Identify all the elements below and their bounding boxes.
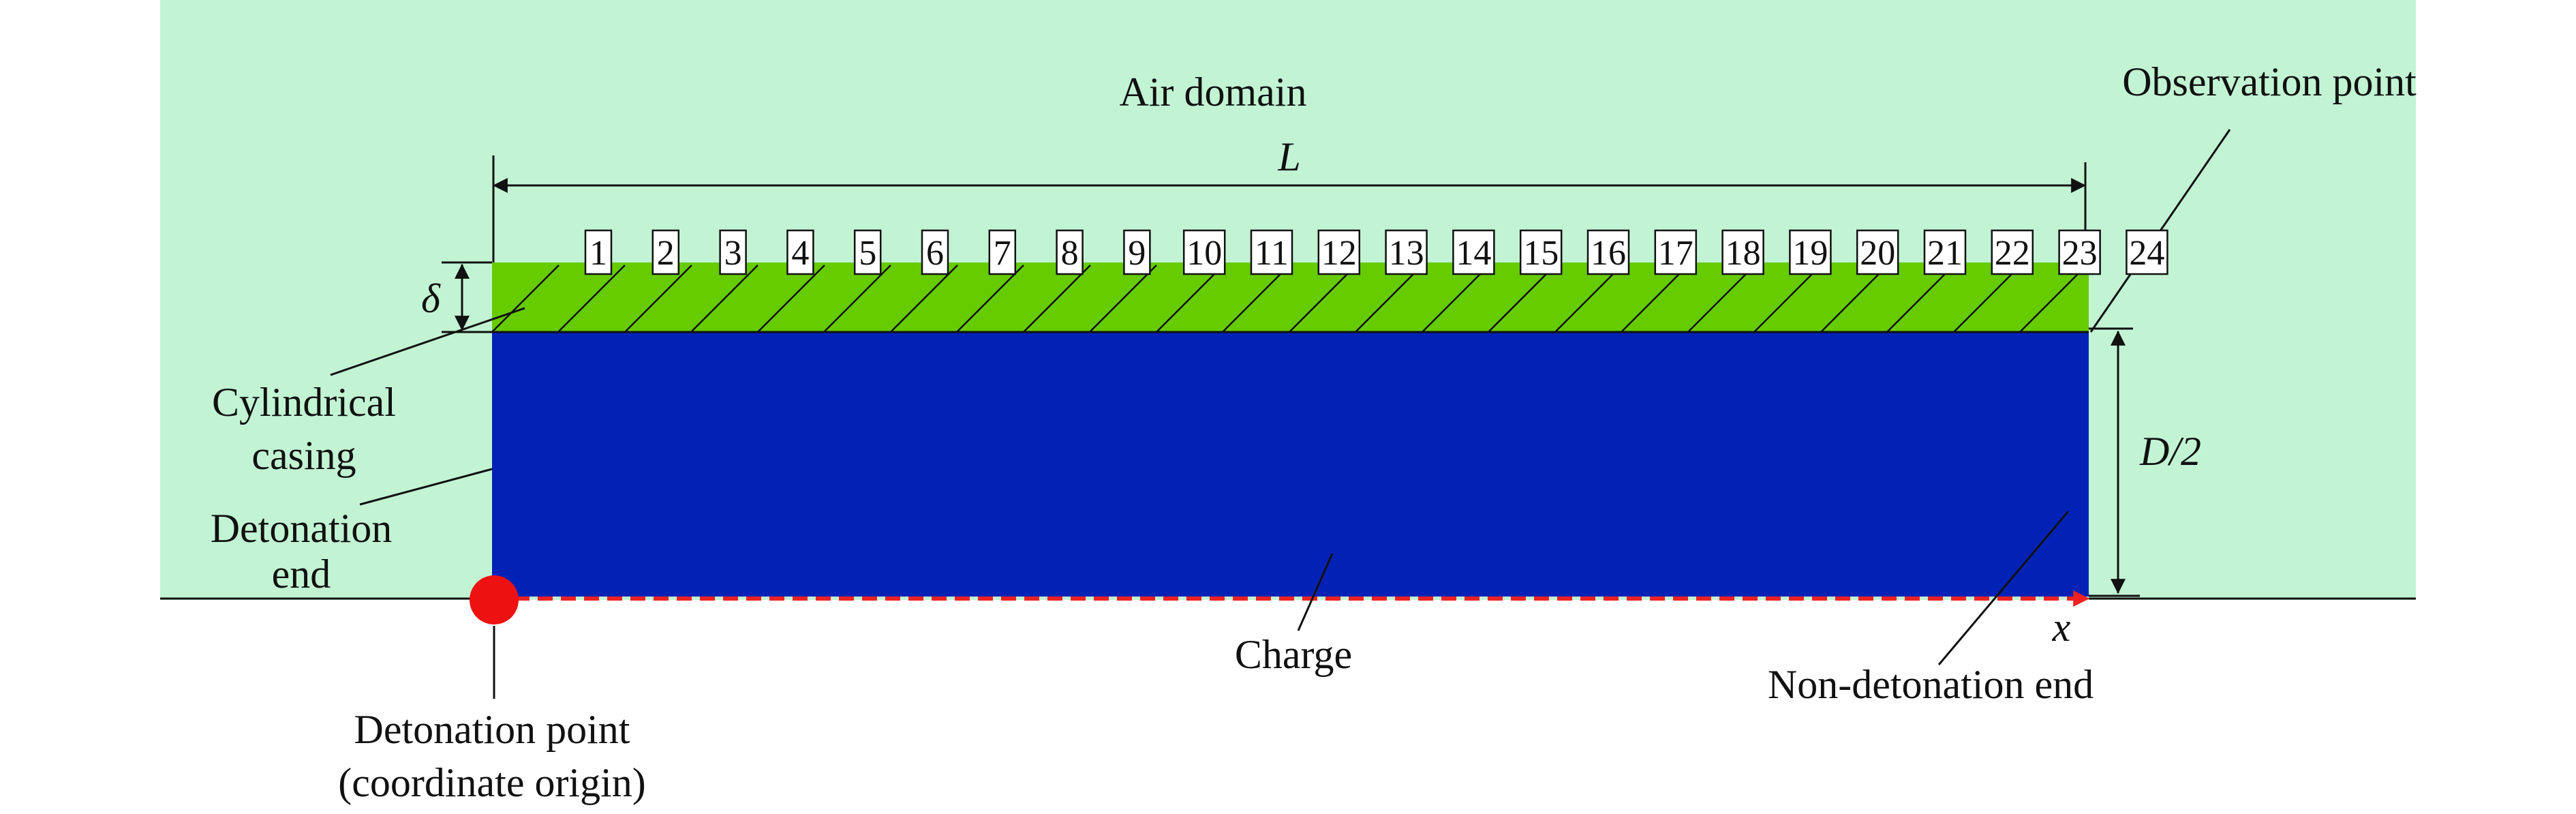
observation-point-number: 19: [1792, 234, 1828, 273]
observation-point-box: [719, 229, 747, 275]
observation-point-number: 7: [994, 234, 1011, 273]
air-domain-label: Air domain: [1120, 70, 1307, 115]
detonation-end-label-line1: Detonation: [211, 506, 393, 551]
cylindrical-casing-label-line1: Cylindrical: [212, 380, 396, 425]
charge-leader: [1297, 553, 1334, 631]
observation-point-box: [584, 229, 613, 275]
casing-thickness-dimension: [442, 261, 492, 333]
observation-point-box: [1317, 229, 1361, 275]
casing-hatching: [491, 265, 2087, 333]
observation-point-number: 8: [1061, 234, 1079, 273]
observation-point-number: 2: [657, 234, 675, 273]
observation-point-number: 24: [2129, 234, 2164, 273]
observation-point-box: [651, 229, 680, 275]
observation-point-number: 6: [926, 234, 944, 273]
observation-point-box: [786, 229, 814, 275]
observation-point-number: 20: [1860, 234, 1895, 273]
observation-point-box: [988, 229, 1017, 275]
observation-point-label: Observation point: [2122, 59, 2417, 104]
observation-point-number: 16: [1591, 234, 1626, 273]
observation-point-number: 10: [1186, 234, 1222, 273]
observation-point-number: 4: [791, 234, 809, 273]
half-diameter-symbol: D/2: [2139, 429, 2201, 474]
observation-point-box: [1385, 229, 1428, 275]
observation-point-number: 18: [1726, 234, 1761, 273]
cylindrical-casing-leader: [330, 307, 525, 376]
detonation-end-label-line2: end: [272, 552, 331, 597]
observation-point-box: [1721, 229, 1764, 275]
observation-point-number: 11: [1255, 234, 1289, 273]
observation-point-box: [1654, 229, 1698, 275]
detonation-end-leader: [359, 468, 493, 506]
length-symbol: L: [1277, 134, 1300, 179]
observation-point-number: 17: [1658, 234, 1693, 273]
charge-label: Charge: [1235, 632, 1352, 677]
observation-point-box: [2126, 229, 2168, 275]
cylindrical-casing-label-line2: casing: [251, 433, 356, 478]
non-detonation-end-label: Non-detonation end: [1768, 662, 2094, 707]
observation-point-number: 15: [1523, 234, 1559, 273]
observation-point-number: 13: [1389, 234, 1424, 273]
observation-point-box: [1789, 229, 1832, 275]
observation-point-number: 23: [2062, 234, 2098, 273]
observation-point-number: 3: [724, 234, 742, 273]
observation-point-number: 12: [1321, 234, 1357, 273]
observation-point-number: 14: [1456, 234, 1491, 273]
observation-point-box: [1056, 229, 1084, 275]
non-detonation-end-leader: [1937, 511, 2070, 665]
observation-point-box: [1452, 229, 1495, 275]
observation-point-box: [1519, 229, 1563, 275]
observation-point-number: 9: [1128, 234, 1146, 273]
observation-point-box: [921, 229, 949, 275]
observation-point-box: [1923, 229, 1967, 275]
observation-point-box: [1991, 229, 2034, 275]
observation-point-number: 5: [859, 234, 876, 273]
observation-point-box: [1123, 229, 1151, 275]
observation-point-box: [1586, 229, 1630, 275]
casing-thickness-symbol: δ: [421, 276, 441, 321]
detonation-point-label-line1: Detonation point: [354, 707, 630, 752]
observation-point-box: [853, 229, 882, 275]
x-axis-symbol: x: [2052, 605, 2071, 650]
observation-point-box: [1182, 229, 1226, 275]
charge-region: [492, 332, 2089, 597]
observation-point-box: [2058, 229, 2101, 275]
observation-point-number: 22: [1995, 234, 2030, 273]
observation-point-number: 1: [589, 234, 607, 273]
observation-point-box: [1250, 229, 1293, 275]
detonation-point-marker: [470, 575, 519, 624]
observation-point-number: 21: [1927, 234, 1963, 273]
observation-point-box: [1856, 229, 1899, 275]
detonation-point-label-line2: (coordinate origin): [338, 760, 646, 805]
half-diameter-dimension: [2089, 327, 2140, 597]
